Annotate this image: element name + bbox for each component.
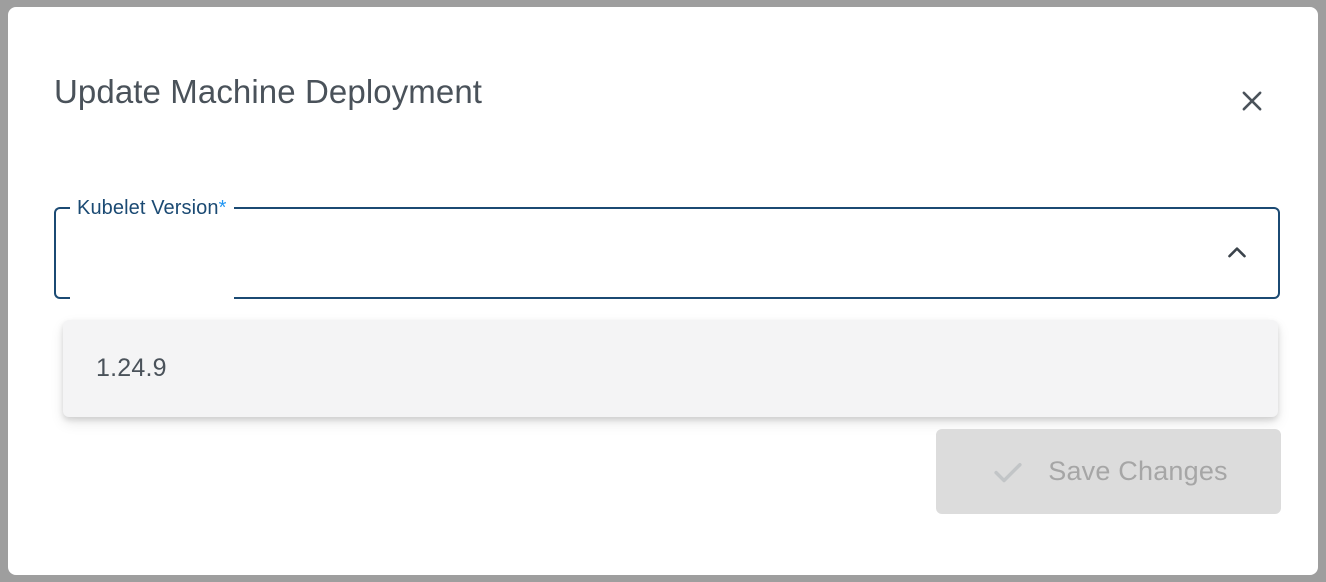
dialog-header: Update Machine Deployment: [8, 7, 1318, 139]
page-title: Update Machine Deployment: [54, 73, 483, 110]
field-outline: Kubelet Version*: [54, 197, 1280, 299]
check-icon: [989, 453, 1027, 491]
required-asterisk: *: [218, 197, 227, 219]
outline-notch: Kubelet Version*: [70, 197, 234, 299]
update-machine-deployment-dialog: Update Machine Deployment Kubelet Versio…: [8, 7, 1318, 575]
chevron-up-icon[interactable]: [1220, 236, 1254, 270]
list-item[interactable]: 1.24.9: [96, 354, 167, 382]
save-changes-button[interactable]: Save Changes: [936, 429, 1281, 514]
close-icon: [1238, 87, 1266, 115]
kubelet-version-label: Kubelet Version*: [77, 197, 227, 220]
close-button[interactable]: [1232, 81, 1272, 121]
kubelet-version-dropdown-panel[interactable]: 1.24.9: [63, 320, 1278, 417]
kubelet-version-select[interactable]: Kubelet Version*: [54, 197, 1280, 299]
outline-leading: [54, 207, 70, 299]
field-label-text: Kubelet Version: [77, 197, 219, 219]
outline-trailing: [233, 207, 1280, 299]
save-changes-label: Save Changes: [1048, 456, 1228, 486]
